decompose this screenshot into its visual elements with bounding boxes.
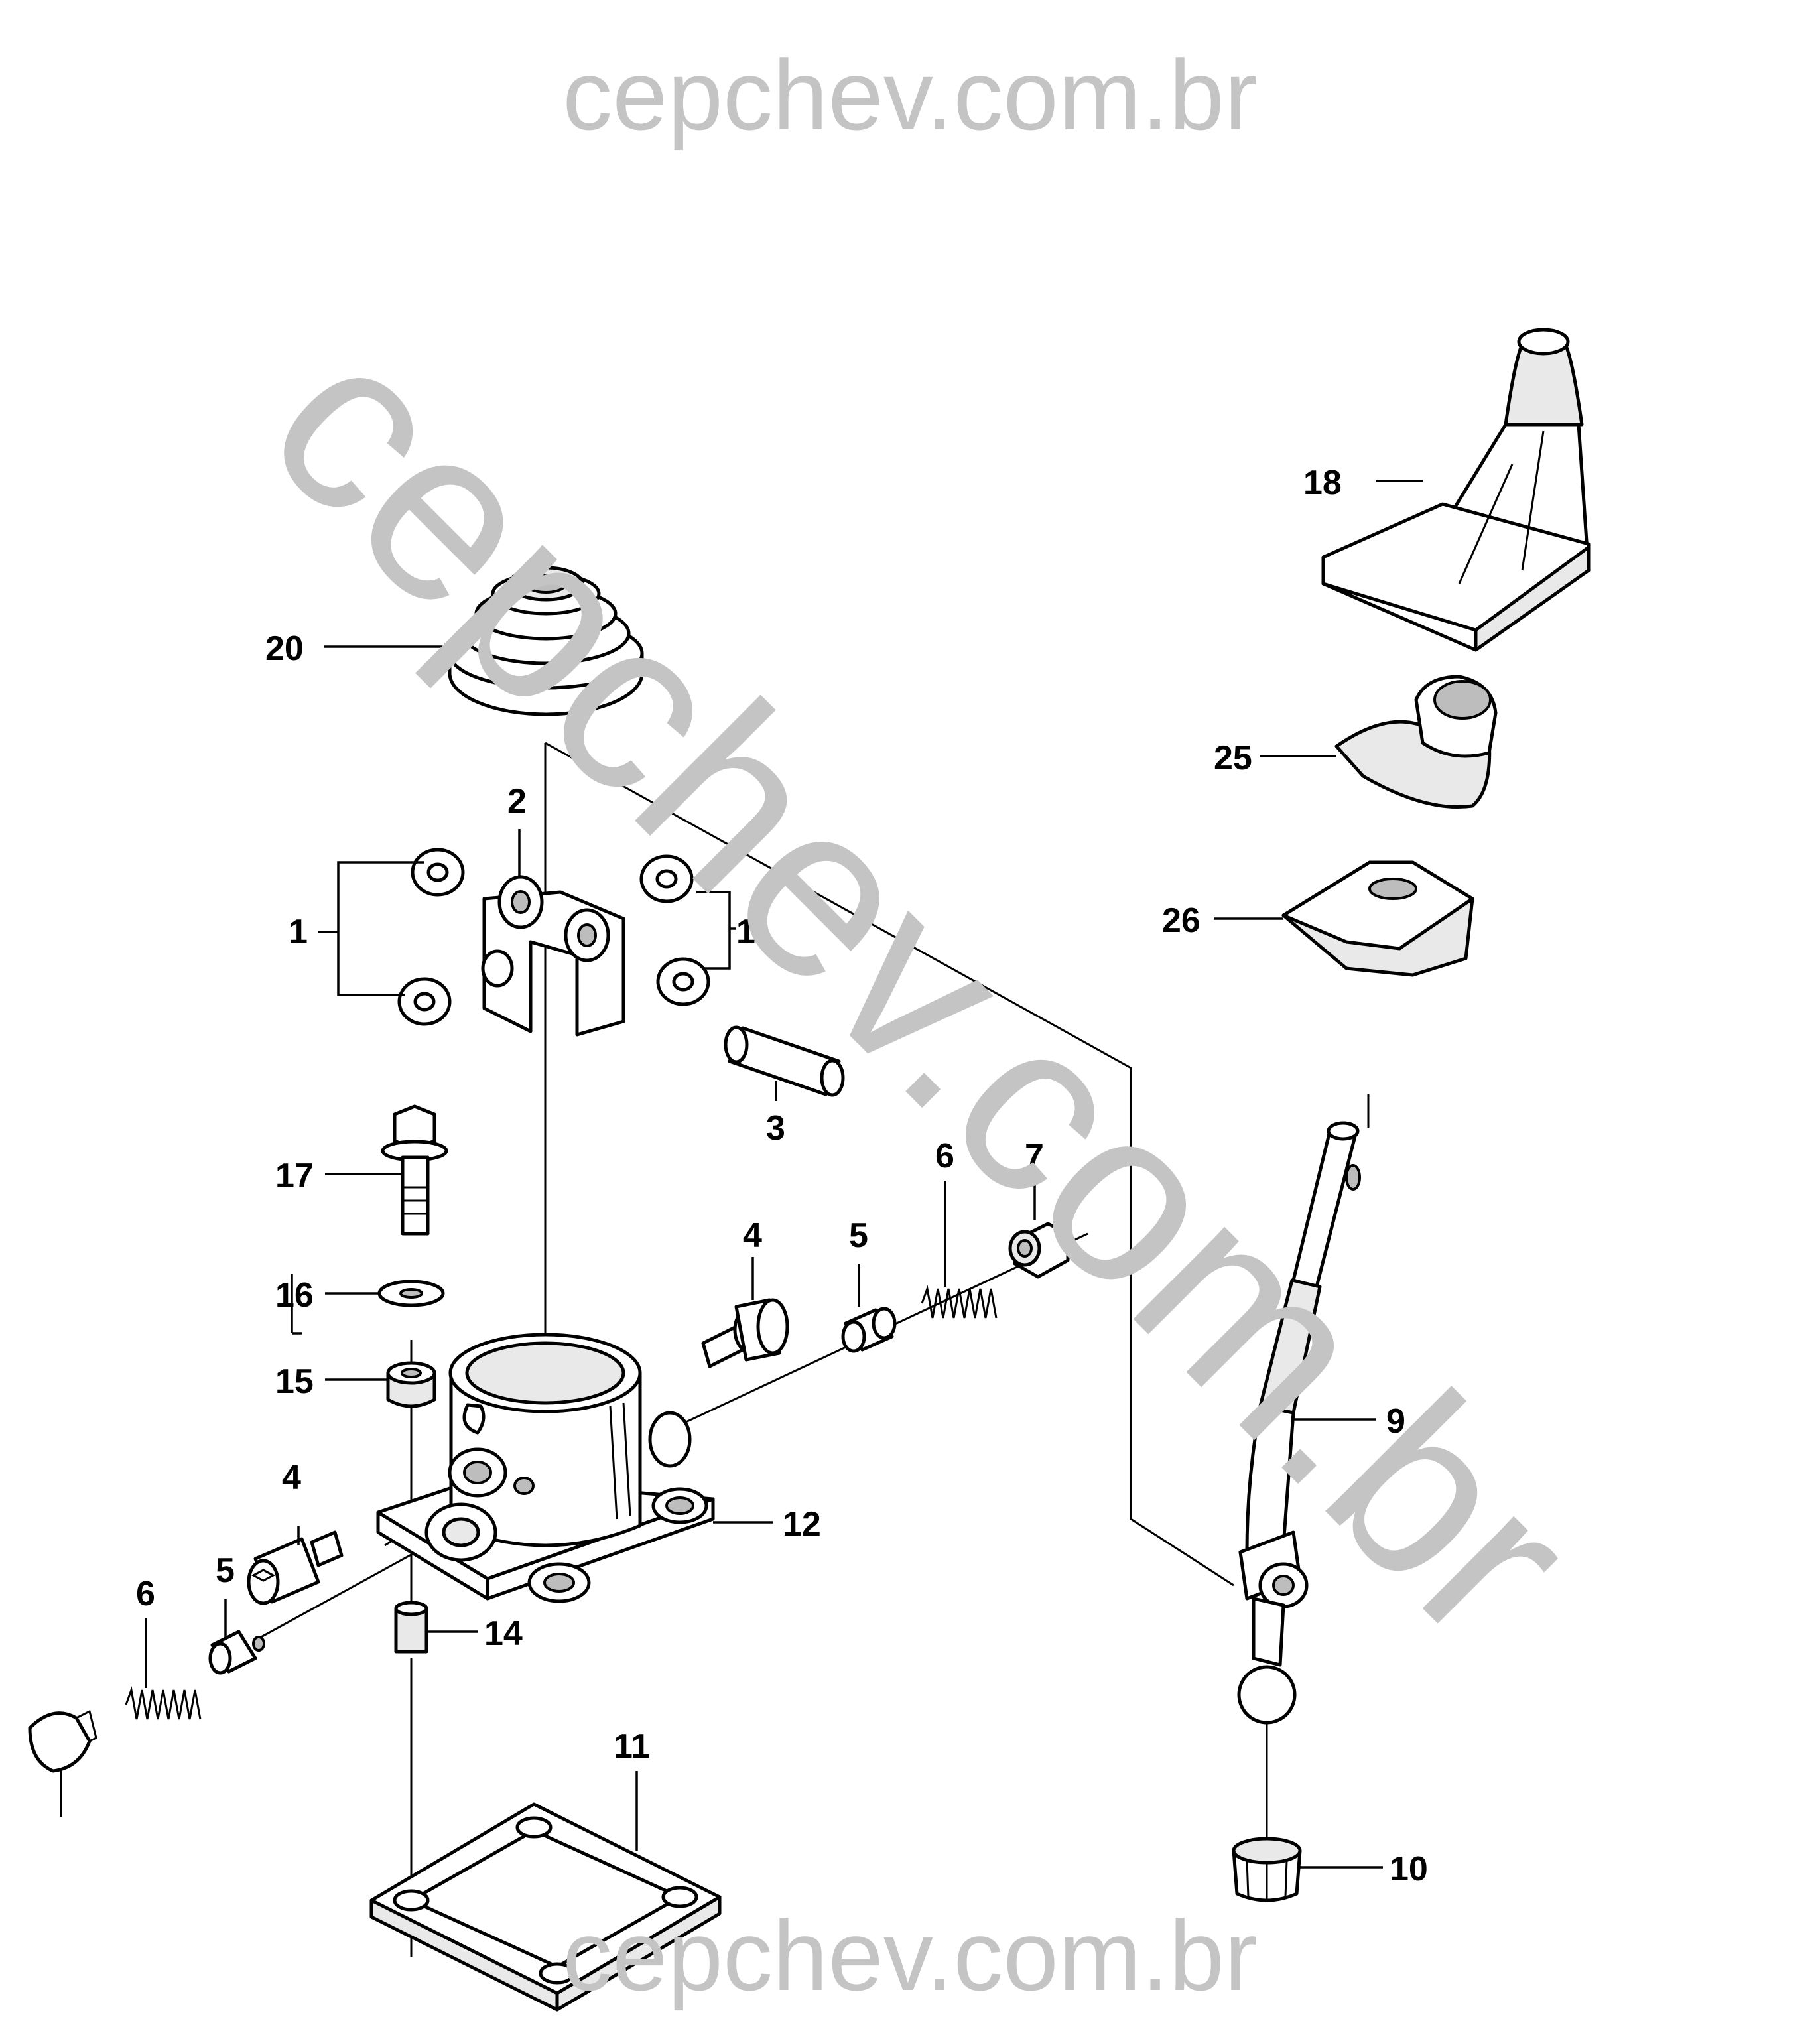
callout-4-left: 4: [282, 1459, 301, 1497]
plug-screw: [28, 1709, 98, 1773]
callout-14: 14: [484, 1614, 523, 1653]
callout-9: 9: [1386, 1402, 1405, 1441]
callout-10: 10: [1390, 1850, 1428, 1888]
callout-11: 11: [614, 1727, 650, 1766]
callout-6-left: 6: [136, 1575, 155, 1613]
pin-3: [724, 1025, 845, 1097]
callout-4-top: 4: [743, 1216, 762, 1255]
callout-7: 7: [1025, 1137, 1044, 1175]
detent-spring-6-top: [921, 1285, 998, 1319]
callout-1-left: 1: [289, 913, 308, 951]
gear-knob-boot-18: [1321, 328, 1591, 652]
pad-26: [1281, 860, 1474, 977]
detent-plunger-4-top: [701, 1298, 789, 1368]
bushing-15: [386, 1361, 436, 1408]
callout-5-top: 5: [849, 1216, 868, 1255]
detent-plunger-4-left: [247, 1530, 344, 1605]
callout-1-right: 1: [736, 913, 755, 951]
nut-7: [1008, 1222, 1070, 1279]
callout-20: 20: [265, 629, 304, 668]
washer-16: [377, 1280, 445, 1307]
detent-cap-5-top: [841, 1307, 897, 1353]
callout-12: 12: [783, 1505, 821, 1543]
callout-16: 16: [275, 1276, 314, 1315]
gearshift-boot-20: [448, 566, 644, 716]
callout-26: 26: [1162, 901, 1201, 940]
detent-cap-5-left: [208, 1630, 265, 1675]
callout-6-top: 6: [935, 1137, 954, 1175]
shift-lever-9: [1237, 1121, 1361, 1725]
callout-17: 17: [275, 1157, 314, 1195]
callout-leaders: [145, 480, 1423, 1869]
yoke-2: [481, 875, 625, 1037]
sleeve-14: [394, 1601, 428, 1654]
rubber-boot-25: [1334, 675, 1498, 809]
bolt-17: [381, 1104, 448, 1236]
callout-18: 18: [1303, 464, 1342, 502]
shift-housing-12: [376, 1333, 715, 1603]
callout-2: 2: [507, 782, 527, 821]
watermark-top: cepchev.com.br: [562, 39, 1258, 151]
callout-labels: 1 1 2 3 4 5 6 7 4 5 6 9 10 11 12 14 15 1…: [136, 464, 1428, 1888]
callout-3: 3: [766, 1109, 785, 1148]
detent-spring-6-left: [125, 1686, 202, 1720]
washers-1: [397, 848, 710, 1026]
callout-5-left: 5: [216, 1551, 235, 1590]
callout-25: 25: [1214, 739, 1252, 777]
gasket-11: [369, 1802, 722, 2012]
ball-cup-10: [1232, 1837, 1302, 1902]
watermark-bottom: cepchev.com.br: [562, 1900, 1258, 2011]
callout-15: 15: [275, 1362, 314, 1401]
